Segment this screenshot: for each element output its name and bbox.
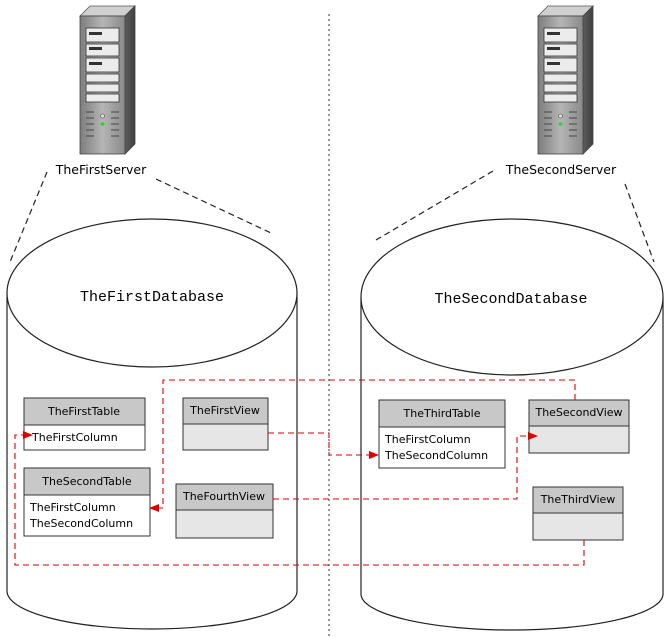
first-table-column: TheFirstColumn <box>31 431 118 444</box>
second-table-column: TheFirstColumn <box>29 501 116 514</box>
dependency-lines <box>14 379 585 566</box>
first-database-label: TheFirstDatabase <box>80 289 224 306</box>
first-server-label: TheFirstServer <box>55 162 147 177</box>
first-view <box>182 397 269 451</box>
second-table <box>23 467 151 537</box>
third-view-title: TheThirdView <box>540 493 616 506</box>
second-view <box>528 399 630 454</box>
third-table <box>378 399 506 469</box>
second-database-label: TheSecondDatabase <box>434 291 587 308</box>
dependency-arrow <box>268 432 379 459</box>
second-server-label: TheSecondServer <box>505 162 617 177</box>
fourth-view <box>175 483 274 539</box>
second-view-title: TheSecondView <box>534 406 622 419</box>
dependency-arrow <box>273 432 538 500</box>
second-table-column: TheSecondColumn <box>29 517 133 530</box>
server-database-connectors <box>9 170 655 263</box>
second-server-icon <box>537 5 594 155</box>
third-table-column: TheFirstColumn <box>384 433 471 446</box>
first-view-title: TheFirstView <box>189 404 260 417</box>
third-view <box>532 486 624 541</box>
first-server-icon <box>79 5 136 155</box>
second-database-icon <box>360 218 664 631</box>
first-database-icon <box>6 218 298 630</box>
third-table-title: TheThirdTable <box>403 407 481 420</box>
first-table-title: TheFirstTable <box>47 405 120 418</box>
third-table-column: TheSecondColumn <box>384 449 488 462</box>
dependency-arrow <box>14 431 585 566</box>
dependency-arrow <box>149 379 576 512</box>
second-table-title: TheSecondTable <box>41 475 132 488</box>
fourth-view-title: TheFourthView <box>182 490 265 503</box>
